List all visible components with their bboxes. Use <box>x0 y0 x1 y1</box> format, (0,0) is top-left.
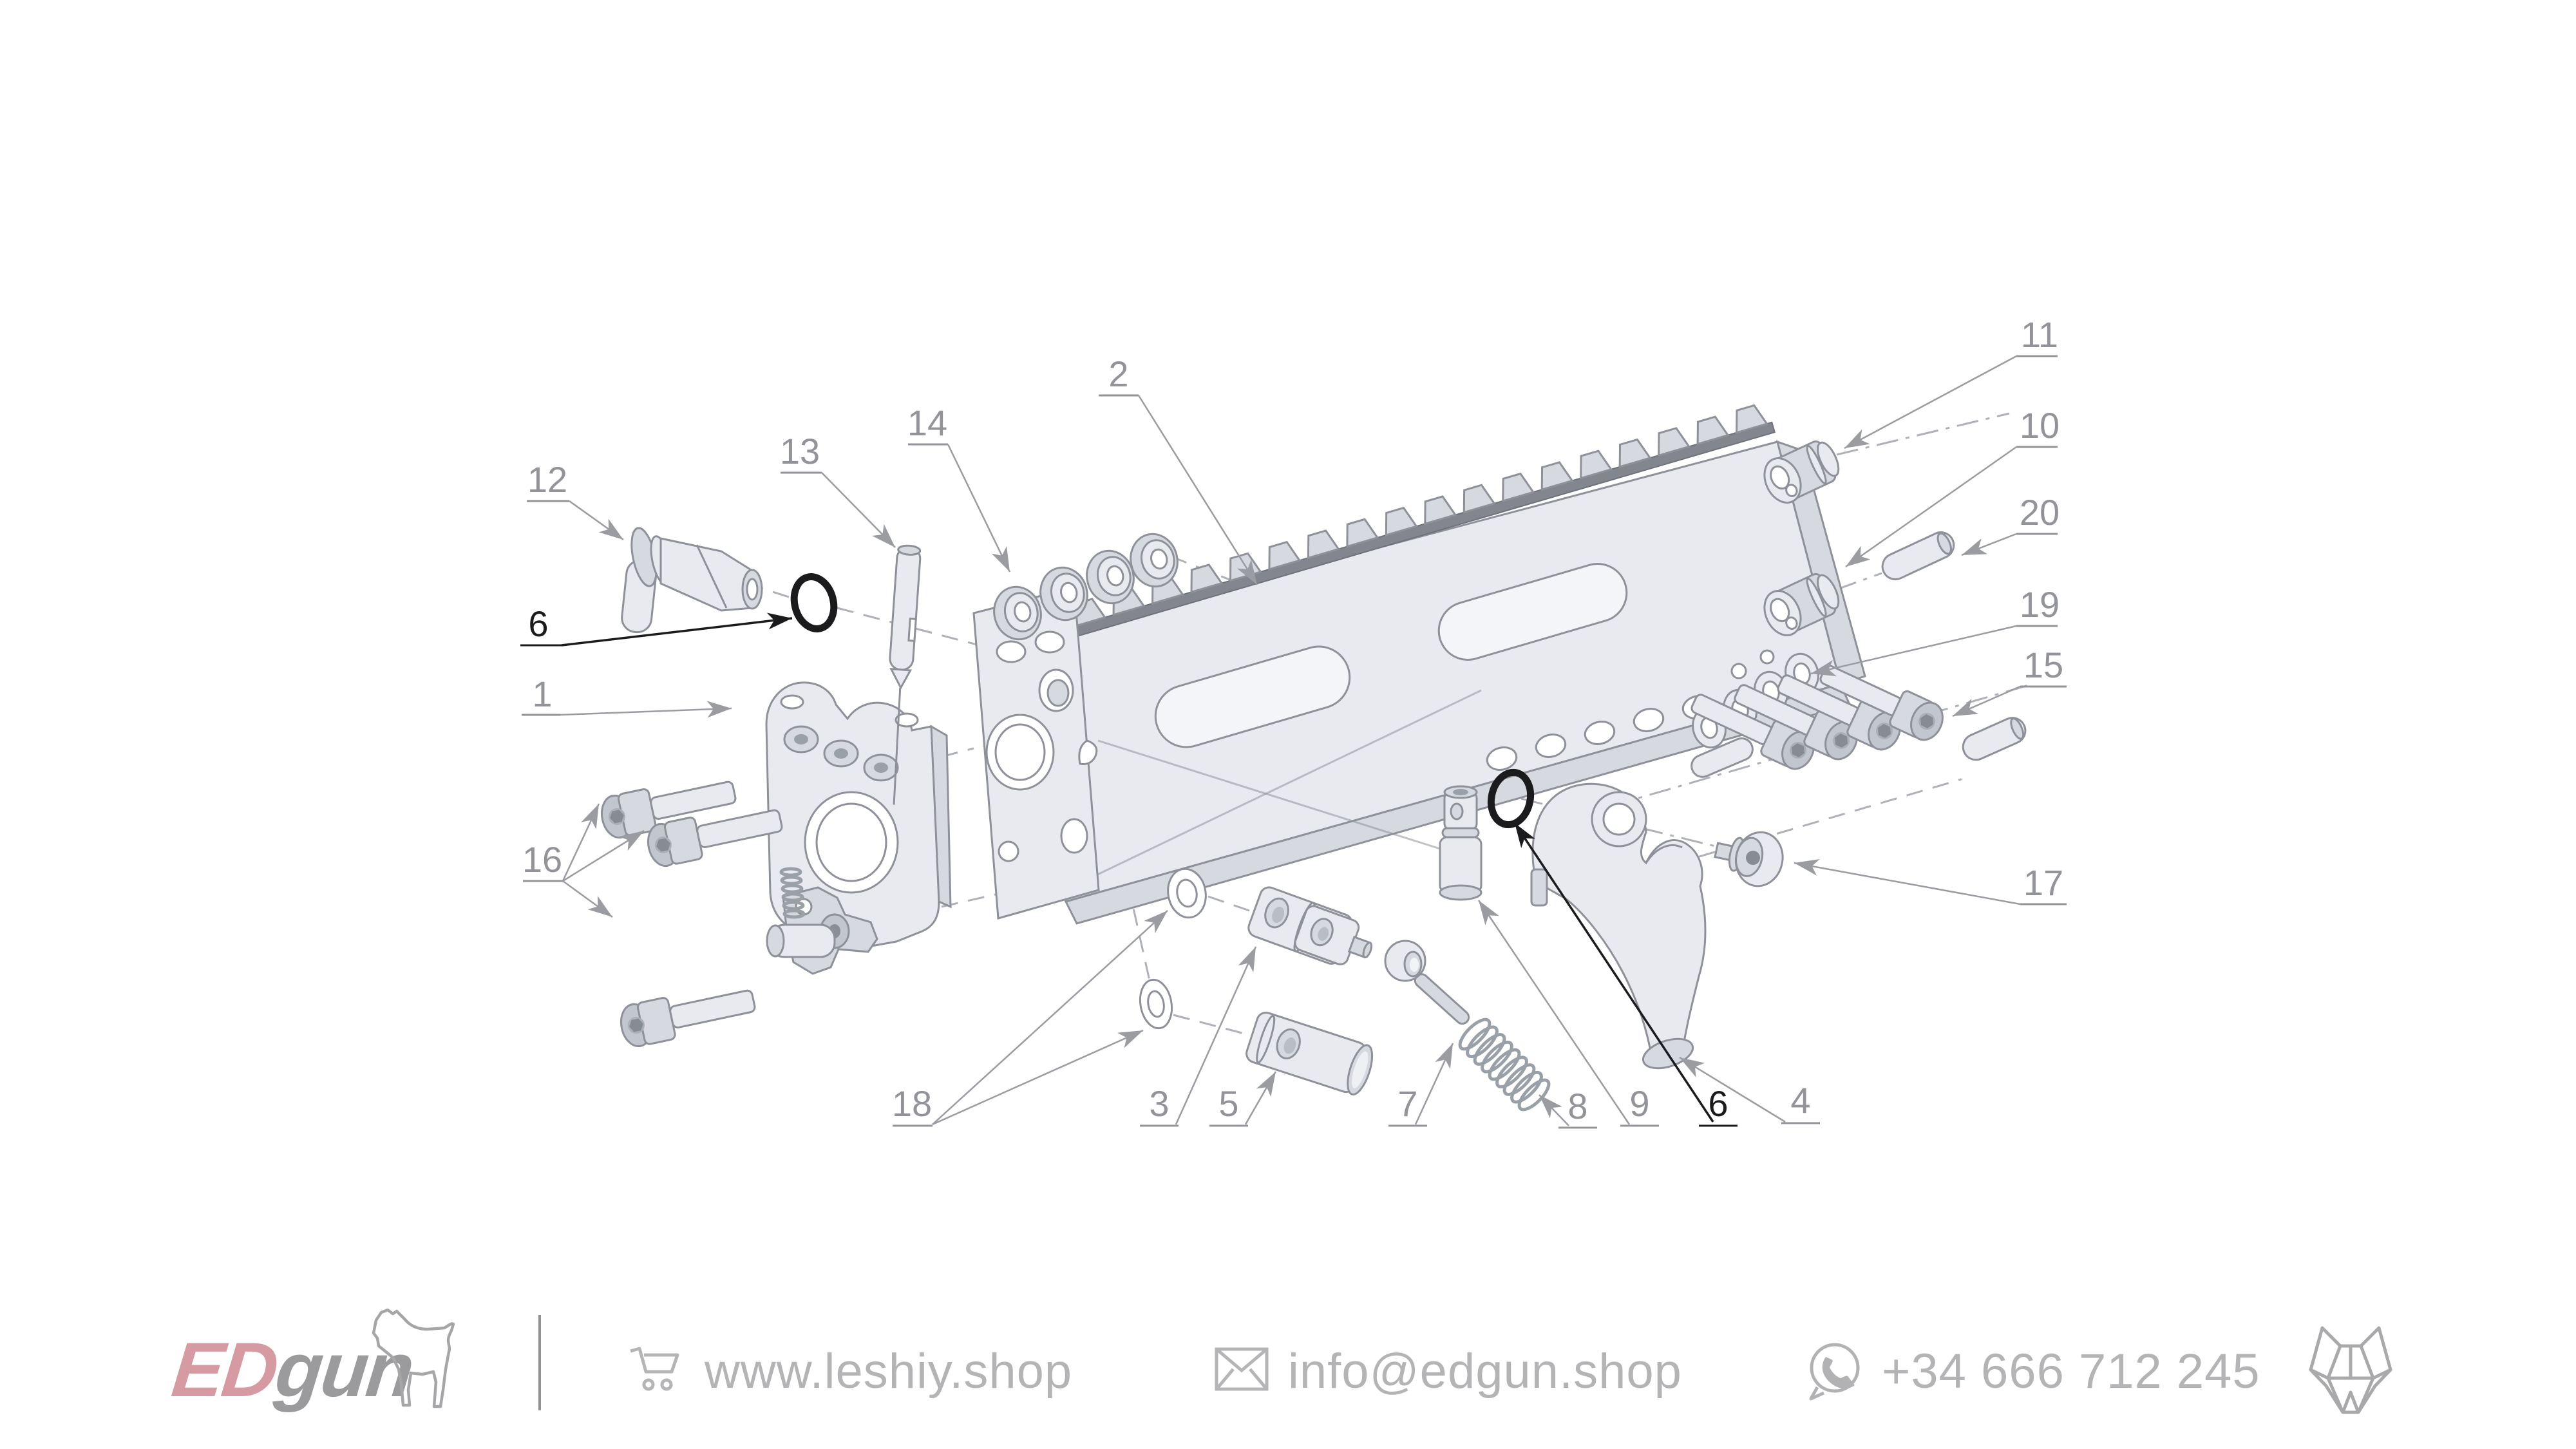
callout-13: 13 <box>780 431 820 471</box>
callout-7: 7 <box>1397 1083 1417 1124</box>
callout-2: 2 <box>1108 354 1128 394</box>
callout-20: 20 <box>2020 492 2060 533</box>
part-1-front-plate <box>765 681 952 975</box>
cart-icon <box>630 1347 679 1391</box>
part-16-screws <box>600 781 783 1048</box>
callout-6: 6 <box>528 603 548 644</box>
callout-1: 1 <box>532 674 552 714</box>
part-7-ball-link <box>1384 940 1470 1025</box>
part-18-washers <box>1139 867 1207 1030</box>
part-9-bushing <box>1439 785 1482 901</box>
callout-10: 10 <box>2020 405 2060 446</box>
callout-18: 18 <box>892 1083 932 1124</box>
part-3-cylinder <box>1247 886 1373 965</box>
part-8-spring <box>1458 1018 1551 1112</box>
callout-14: 14 <box>907 402 947 443</box>
part-11-bushing <box>1763 440 1840 504</box>
whatsapp-icon <box>1809 1343 1860 1401</box>
callout-17: 17 <box>2023 862 2063 903</box>
part-15-screws <box>1690 665 2027 778</box>
part-10-bushing <box>1763 573 1840 636</box>
callout-15: 15 <box>2023 645 2063 685</box>
callout-3: 3 <box>1149 1083 1169 1124</box>
brand-ed: ED <box>167 1327 281 1413</box>
website-text: www.leshiy.shop <box>705 1344 1073 1399</box>
part-4-lever <box>1530 782 1707 1070</box>
part-6-oring-rear <box>1487 768 1535 829</box>
receiver-slot-right <box>1437 563 1628 661</box>
part-12-bolt-lever <box>621 527 763 634</box>
fox-logo-icon <box>2309 1326 2392 1414</box>
envelope-icon <box>1215 1347 1269 1391</box>
callout-11: 11 <box>2021 314 2058 355</box>
callout-6: 6 <box>1708 1083 1728 1124</box>
part-17-button-screw <box>1714 831 1784 887</box>
phone-text: +34 666 712 245 <box>1882 1344 2260 1399</box>
callout-4: 4 <box>1790 1080 1810 1121</box>
callout-9: 9 <box>1629 1083 1649 1124</box>
part-5-cylinder <box>1245 1011 1374 1096</box>
part-14-bushings <box>993 533 1179 641</box>
receiver-slot-left <box>1154 645 1351 748</box>
email-text: info@edgun.shop <box>1288 1344 1682 1399</box>
callout-19: 19 <box>2020 584 2060 625</box>
part-6-oring-front <box>790 573 838 632</box>
part-20-pin <box>1881 531 1955 581</box>
part-13-pin <box>889 544 922 805</box>
receiver-front-block <box>972 586 1100 920</box>
callout-16: 16 <box>522 839 562 880</box>
callout-12: 12 <box>527 459 567 500</box>
callout-8: 8 <box>1567 1086 1587 1126</box>
footer-divider <box>538 1315 541 1410</box>
callout-5: 5 <box>1218 1083 1238 1124</box>
plate-latch-assembly <box>766 867 878 975</box>
dog-logo-icon <box>372 1308 455 1408</box>
